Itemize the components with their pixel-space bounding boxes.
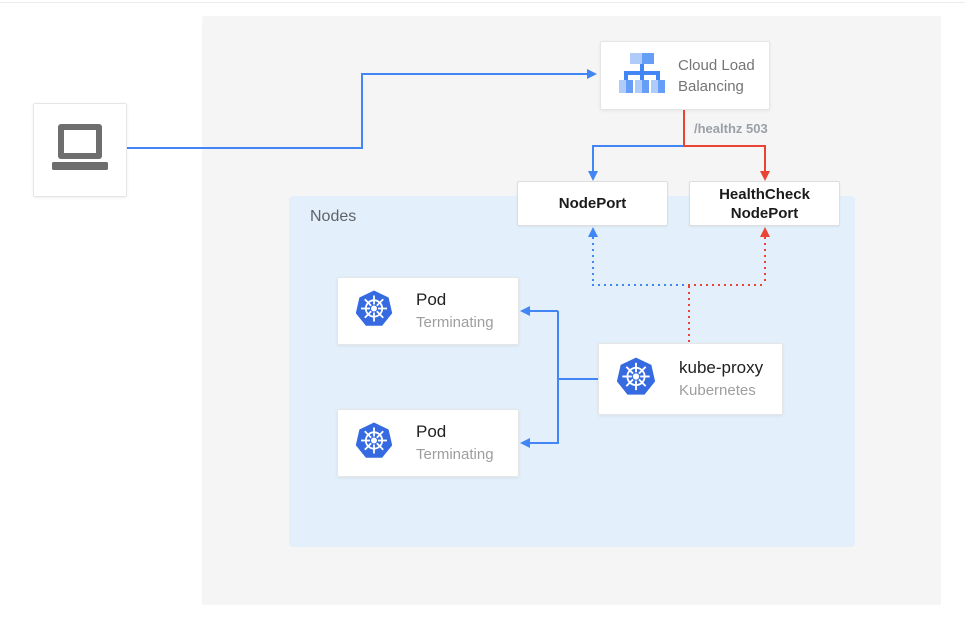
kubernetes-icon bbox=[354, 421, 394, 466]
kube-proxy-subtitle: Kubernetes bbox=[679, 382, 756, 399]
pod-terminating-node-2: Pod Terminating bbox=[337, 409, 519, 477]
kubeproxy-to-pods-line-vertical bbox=[557, 311, 559, 444]
healthz-status-label: /healthz 503 bbox=[694, 121, 768, 136]
kubeproxy-to-pod2-arrowhead bbox=[520, 438, 530, 448]
pod-label: Pod Terminating bbox=[416, 420, 494, 466]
nodeport-node: NodePort bbox=[517, 181, 668, 226]
kube-proxy-label: kube-proxy Kubernetes bbox=[679, 356, 763, 402]
lb-healthcheck-line-down bbox=[683, 110, 685, 147]
laptop-icon bbox=[48, 121, 112, 180]
pod-status: Terminating bbox=[416, 314, 494, 331]
kube-proxy-title: kube-proxy bbox=[679, 358, 764, 377]
nodes-group-label: Nodes bbox=[310, 208, 357, 225]
kubeproxy-to-pod1-line bbox=[530, 310, 558, 312]
cloud-load-balancing-node: Cloud Load Balancing bbox=[600, 41, 770, 110]
lb-to-nodeport-arrowhead bbox=[588, 171, 598, 181]
kubernetes-icon bbox=[354, 289, 394, 334]
cloud-load-balancing-label: Cloud Load Balancing bbox=[678, 56, 755, 95]
kubeproxy-to-nodeport-dotted-horizontal bbox=[592, 284, 689, 286]
kubeproxy-to-pods-line-out bbox=[558, 378, 598, 380]
client-to-lb-line-2 bbox=[361, 73, 363, 149]
client-to-lb-line-3 bbox=[361, 73, 588, 75]
client-node bbox=[33, 103, 127, 197]
pod-label: Pod Terminating bbox=[416, 288, 494, 334]
kubeproxy-to-pod1-arrowhead bbox=[520, 306, 530, 316]
kubeproxy-dotted-line-up bbox=[688, 286, 690, 343]
lb-healthcheck-line-right bbox=[683, 145, 765, 147]
kubeproxy-to-pod2-line bbox=[530, 442, 558, 444]
pod-title: Pod bbox=[416, 290, 447, 309]
client-to-lb-line-1 bbox=[127, 147, 363, 149]
load-balancer-icon bbox=[615, 53, 665, 98]
kubeproxy-to-healthcheck-arrowhead bbox=[760, 227, 770, 237]
kubeproxy-to-healthcheck-dotted-vertical bbox=[764, 237, 766, 284]
kube-proxy-node: kube-proxy Kubernetes bbox=[598, 343, 783, 415]
lb-nodeport-line-left bbox=[592, 145, 683, 147]
lb-healthcheck-line-drop bbox=[764, 145, 766, 171]
page-top-divider bbox=[0, 2, 965, 3]
healthcheck-nodeport-node: HealthCheck NodePort bbox=[689, 181, 840, 226]
kubeproxy-to-healthcheck-dotted-horizontal bbox=[688, 284, 766, 286]
kubeproxy-to-nodeport-arrowhead bbox=[588, 227, 598, 237]
client-to-lb-arrowhead bbox=[587, 69, 597, 79]
pod-terminating-node-1: Pod Terminating bbox=[337, 277, 519, 345]
pod-title: Pod bbox=[416, 422, 447, 441]
lb-nodeport-line-drop bbox=[592, 145, 594, 171]
kubeproxy-to-nodeport-dotted-vertical bbox=[592, 237, 594, 284]
kubernetes-icon bbox=[615, 356, 657, 403]
lb-to-healthcheck-arrowhead bbox=[760, 171, 770, 181]
pod-status: Terminating bbox=[416, 446, 494, 463]
